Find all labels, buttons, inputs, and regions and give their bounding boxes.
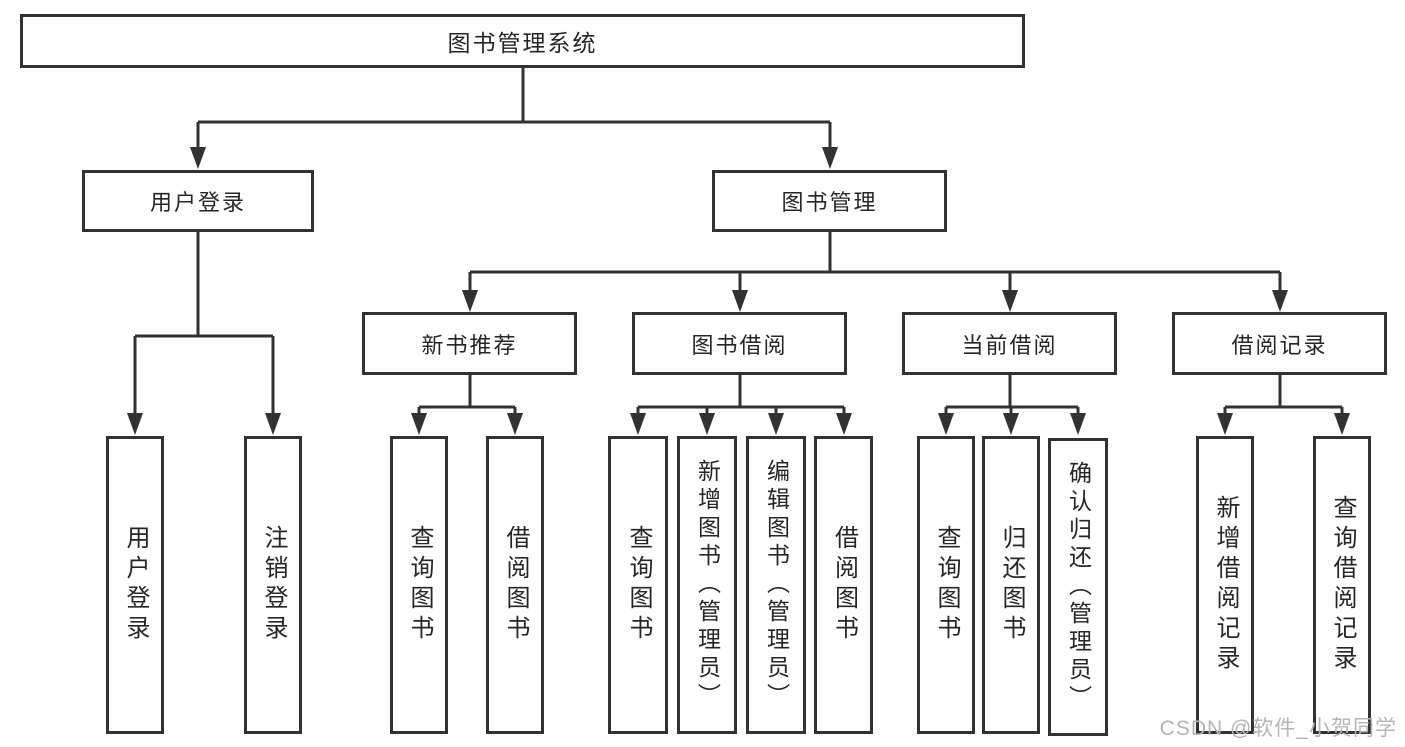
arrowheads-root xyxy=(190,147,838,169)
connector-group-user-login xyxy=(133,232,275,414)
node-current-borrowing: 当前借阅 xyxy=(902,312,1117,375)
arrowheads-current-borrow xyxy=(938,413,1086,435)
node-user-login: 用户登录 xyxy=(82,170,314,232)
leaf-logout: 注销登录 xyxy=(244,436,302,734)
leaf-query-book-2: 查询图书 xyxy=(608,436,668,734)
arrowheads-new-book-rec xyxy=(411,413,523,435)
leaf-add-borrow-record: 新增借阅记录 xyxy=(1196,436,1254,734)
arrowheads-borrow-records xyxy=(1217,413,1350,435)
leaf-query-book-3: 查询图书 xyxy=(917,436,975,734)
csdn-watermark: CSDN @软件_小贺同学 xyxy=(1159,717,1397,740)
connector-group-borrow-records xyxy=(1223,375,1344,414)
node-library-system: 图书管理系统 xyxy=(20,14,1025,68)
node-new-book-recommend: 新书推荐 xyxy=(362,312,577,375)
leaf-confirm-return-admin: 确认归还（管理员） xyxy=(1048,438,1108,736)
connector-group-root xyxy=(196,68,832,150)
node-borrow-records: 借阅记录 xyxy=(1172,312,1387,375)
arrowheads-book-mgmt xyxy=(462,290,1288,312)
connector-group-book-borrow xyxy=(636,375,846,414)
leaf-query-borrow-record: 查询借阅记录 xyxy=(1313,436,1371,734)
leaf-user-login: 用户登录 xyxy=(106,436,164,734)
leaf-query-book-1: 查询图书 xyxy=(390,436,448,734)
leaf-edit-book-admin: 编辑图书（管理员） xyxy=(746,436,806,734)
leaf-add-book-admin: 新增图书（管理员） xyxy=(677,436,737,734)
connector-group-new-book-rec xyxy=(417,375,517,414)
node-book-borrowing: 图书借阅 xyxy=(632,312,847,375)
connector-group-book-mgmt xyxy=(468,232,1282,291)
leaf-return-book: 归还图书 xyxy=(982,436,1040,734)
node-book-management: 图书管理 xyxy=(712,170,947,232)
leaf-borrow-book-1: 借阅图书 xyxy=(486,436,544,734)
connector-group-current-borrow xyxy=(944,375,1080,414)
leaf-borrow-book-2: 借阅图书 xyxy=(814,436,873,734)
arrowheads-book-borrow xyxy=(630,413,852,435)
arrowheads-user-login xyxy=(127,413,281,435)
